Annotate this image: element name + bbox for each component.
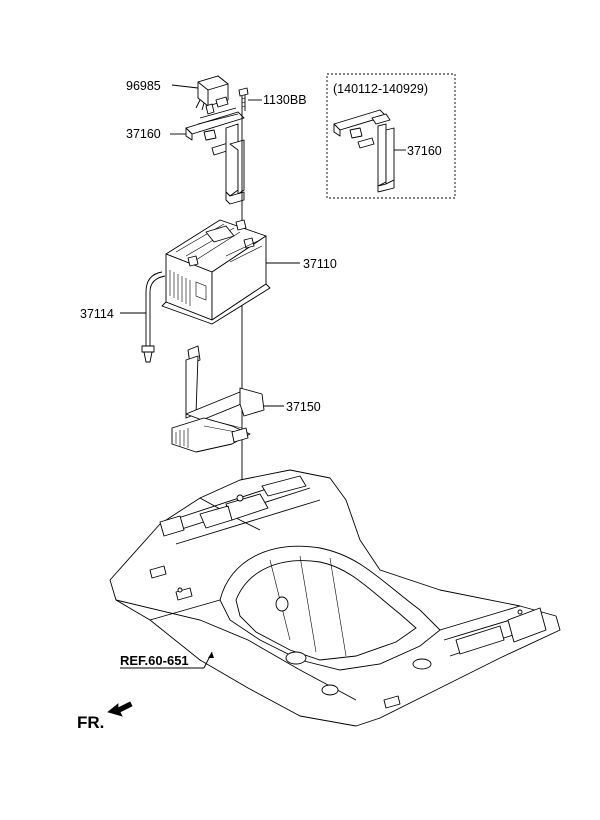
battery-clamp-37160-variant[interactable] [333,109,395,193]
label-1130BB: 1130BB [263,93,307,107]
label-37110: 37110 [303,257,337,271]
label-variant-range: (140112-140929) [333,82,428,96]
label-37114: 37114 [80,307,114,321]
label-front: FR. [77,713,104,732]
front-arrow-icon [107,701,133,717]
label-37160: 37160 [126,127,161,141]
label-ref: REF.60-651 [120,653,189,668]
battery-37110[interactable] [161,219,271,325]
battery-clamp-37160[interactable] [185,107,245,205]
label-96985: 96985 [126,79,161,93]
bolt-1130BB[interactable] [238,87,249,112]
battery-tray-37150[interactable] [171,345,265,453]
label-37160-variant: 37160 [407,144,442,158]
variant-box [326,73,456,199]
rear-floor-panel [109,469,561,727]
vent-tube-37114[interactable] [141,271,166,363]
battery-sensor-96985[interactable] [195,75,229,115]
label-37150: 37150 [286,400,321,414]
